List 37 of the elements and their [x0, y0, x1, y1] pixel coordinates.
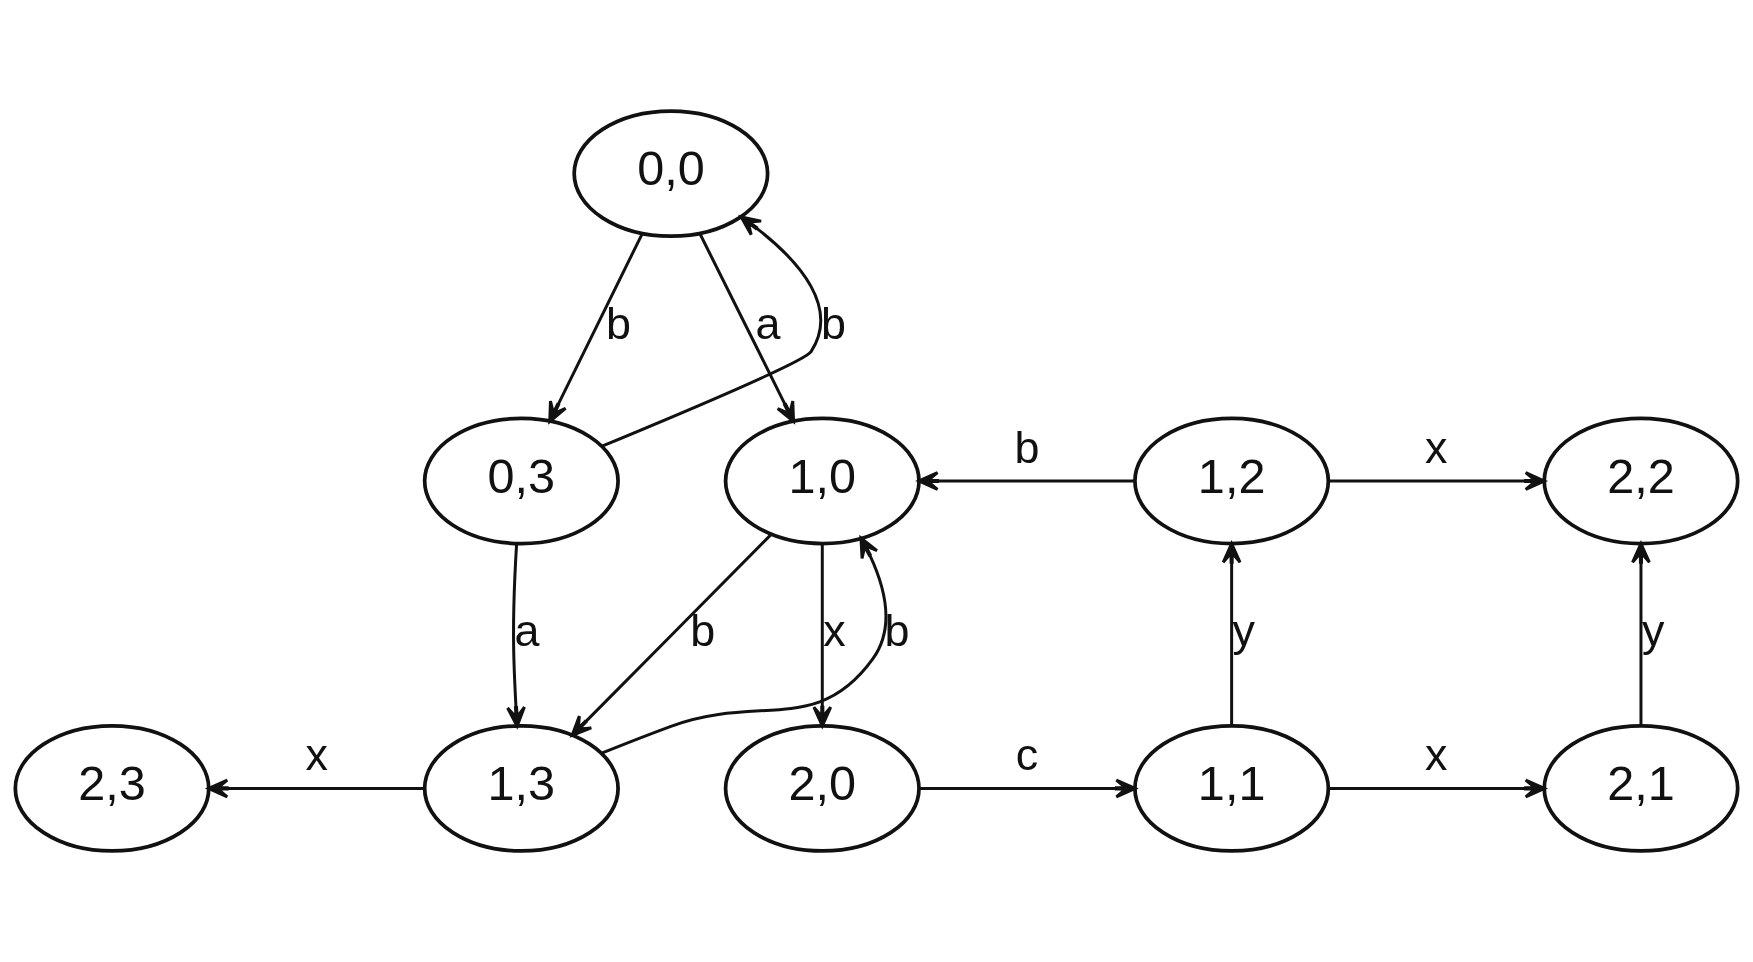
arrow: [918, 778, 1137, 799]
edge-label: x: [1425, 421, 1448, 473]
node-ellipse: 2,0: [723, 724, 921, 853]
edge-label: b: [821, 297, 846, 349]
arrow: [1221, 542, 1242, 726]
node-ellipse: 2,1: [1542, 724, 1740, 853]
arrow: [207, 778, 425, 799]
node-ellipse: 1,3: [422, 724, 620, 853]
edge-label: y: [1641, 605, 1665, 657]
edge-label: x: [823, 605, 846, 657]
arrow: [601, 536, 888, 755]
arrow: [917, 471, 1136, 491]
arrow: [548, 232, 644, 423]
edge-label: y: [1232, 605, 1255, 657]
edge-label: b: [884, 605, 910, 657]
arrow: [506, 543, 526, 728]
arrow: [570, 533, 773, 737]
node-ellipse: 2,3: [13, 724, 211, 853]
node-ellipse: 0,3: [422, 416, 620, 546]
edge-label: a: [514, 605, 540, 657]
arrow: [601, 215, 823, 448]
edge-label: c: [1015, 729, 1039, 781]
edge-label: b: [1014, 421, 1040, 473]
node-ellipse: 1,2: [1133, 416, 1331, 546]
edge-label: a: [755, 297, 781, 349]
node-ellipse: 1,0: [723, 416, 921, 546]
arrow: [812, 543, 833, 728]
arrow: [1631, 542, 1651, 726]
edge-label: x: [305, 729, 328, 781]
edge-label: x: [1425, 729, 1448, 781]
node-ellipse: 2,2: [1542, 416, 1740, 546]
edge-label: b: [606, 297, 632, 349]
arrow: [1328, 471, 1546, 491]
arrow: [698, 232, 796, 423]
node-ellipse: 1,1: [1133, 724, 1331, 853]
edge-label: b: [690, 605, 716, 657]
arrow: [1328, 778, 1546, 799]
